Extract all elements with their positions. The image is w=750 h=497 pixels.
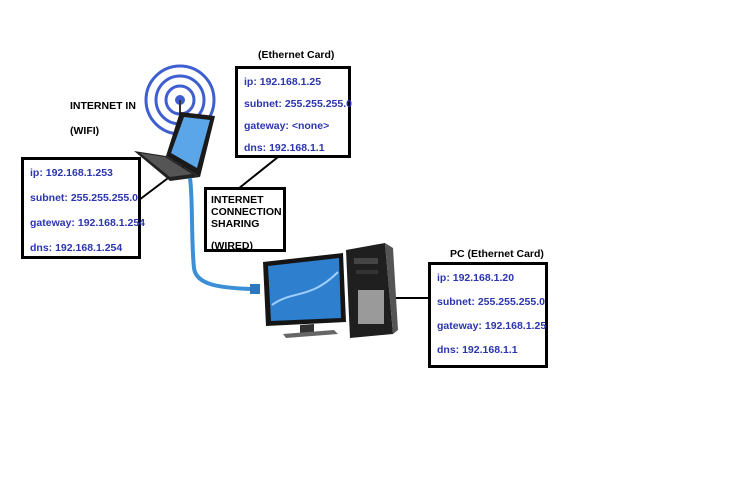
wifi-label: (WIFI)	[70, 125, 100, 137]
laptop-subnet: subnet: 255.255.255.0	[244, 98, 352, 110]
internet-in-label: INTERNET IN	[70, 100, 136, 112]
wifi-dns: dns: 192.168.1.254	[30, 242, 123, 254]
ics-line-3: SHARING	[211, 218, 260, 230]
ics-box: INTERNET CONNECTION SHARING (WIRED)	[204, 187, 286, 252]
wifi-subnet: subnet: 255.255.255.0	[30, 192, 138, 204]
pc-dns: dns: 192.168.1.1	[437, 344, 518, 356]
ics-box-connector	[237, 152, 284, 190]
laptop-dns: dns: 192.168.1.1	[244, 142, 325, 154]
network-cable-icon	[188, 177, 260, 294]
pc-ip: ip: 192.168.1.20	[437, 272, 515, 284]
wifi-gateway: gateway: 192.168.1.254	[30, 217, 145, 229]
wifi-config-box: ip: 192.168.1.253 subnet: 255.255.255.0 …	[21, 157, 145, 259]
pc-gateway: gateway: 192.168.1.25	[437, 320, 547, 332]
laptop-gateway: gateway: <none>	[244, 120, 330, 132]
wifi-ip: ip: 192.168.1.253	[30, 167, 113, 179]
laptop-ip: ip: 192.168.1.25	[244, 76, 322, 88]
ics-wired-label: (WIRED)	[211, 240, 253, 252]
laptop-ethernet-config-box: ip: 192.168.1.25 subnet: 255.255.255.0 g…	[235, 66, 352, 158]
ics-line-1: INTERNET	[211, 194, 264, 206]
ics-line-2: CONNECTION	[211, 206, 282, 218]
desktop-pc-icon	[263, 243, 398, 338]
pc-subnet: subnet: 255.255.255.0	[437, 296, 545, 308]
pc-config-box: ip: 192.168.1.20 subnet: 255.255.255.0 g…	[428, 262, 548, 368]
pc-card-label: PC (Ethernet Card)	[450, 248, 544, 260]
laptop-icon	[134, 112, 215, 181]
laptop-card-label: (Ethernet Card)	[258, 49, 335, 61]
